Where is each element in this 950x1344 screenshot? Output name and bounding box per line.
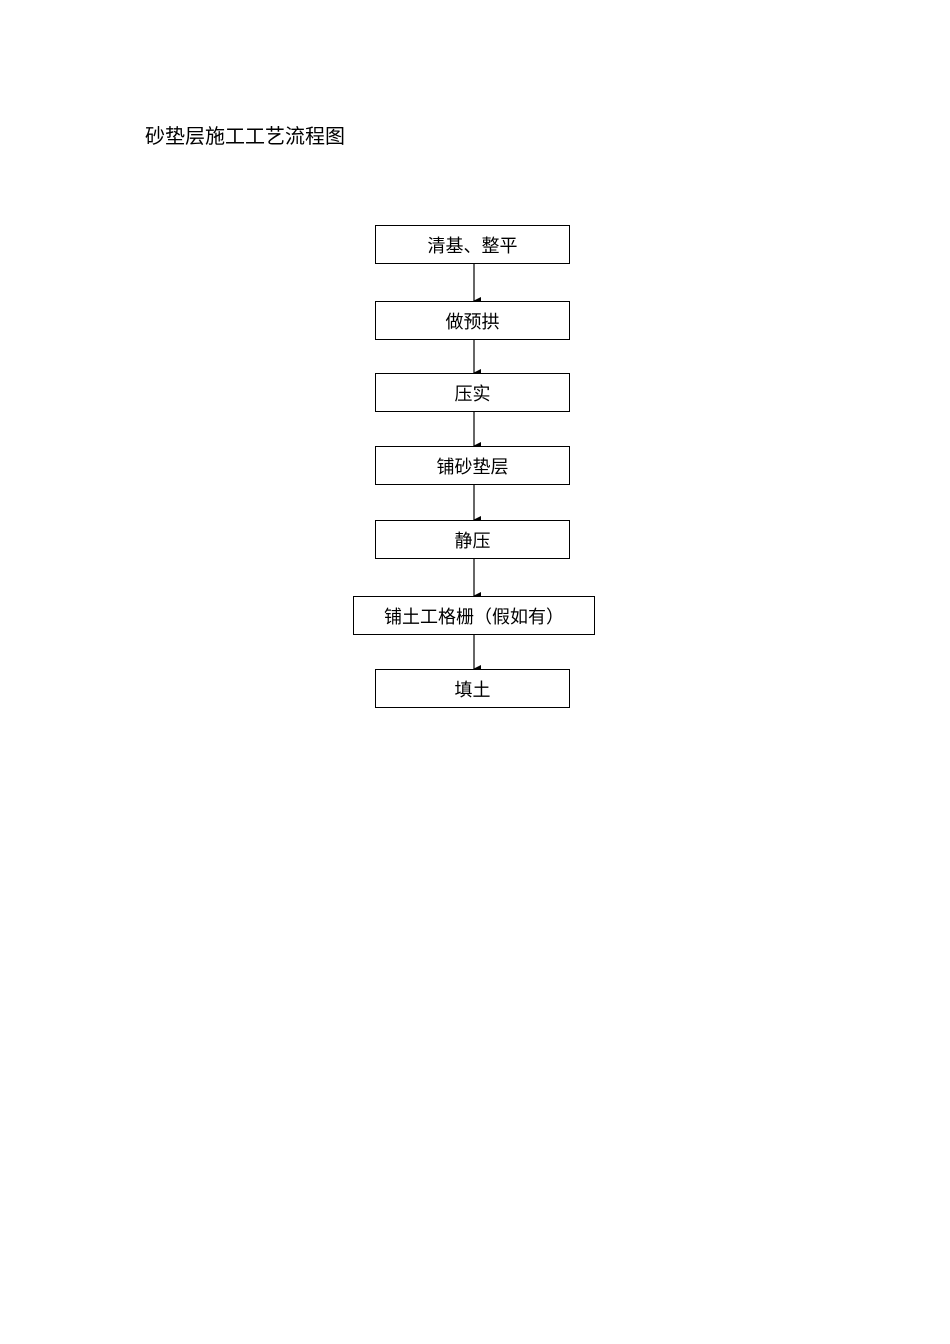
step-label: 铺砂垫层 [436,456,509,478]
step-label: 做预拱 [445,311,500,333]
step-box-pre-camber: 做预拱 [375,301,570,340]
step-label: 清基、整平 [427,235,518,257]
step-box-lay-geogrid: 铺土工格栅（假如有） [353,596,595,635]
diagram-title: 砂垫层施工工艺流程图 [145,124,345,148]
step-box-static-press: 静压 [375,520,570,559]
step-box-fill-soil: 填土 [375,669,570,708]
step-label: 静压 [454,530,491,552]
step-label: 填土 [454,679,491,701]
step-label: 铺土工格栅（假如有） [384,606,564,628]
step-box-lay-sand-cushion: 铺砂垫层 [375,446,570,485]
step-label: 压实 [454,383,491,405]
step-box-clear-level: 清基、整平 [375,225,570,264]
step-box-compact: 压实 [375,373,570,412]
